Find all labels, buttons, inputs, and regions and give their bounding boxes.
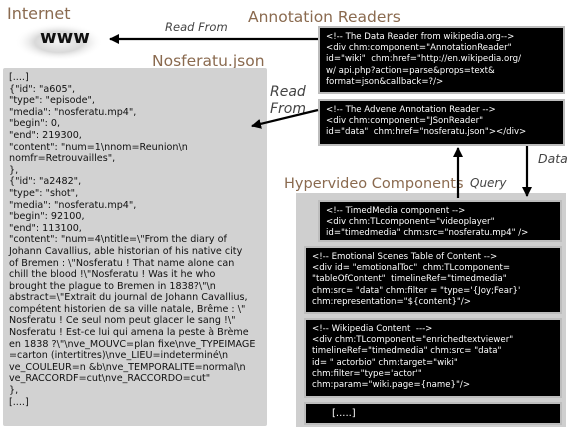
read-from-mid-label-2: From bbox=[270, 101, 307, 117]
json-line: compétent historien de sa ville natale, … bbox=[9, 303, 246, 315]
code-line: <div chm:TLcomponent="enrichedtextviewer… bbox=[312, 335, 514, 346]
json-line: }, bbox=[9, 385, 19, 397]
code-line: [.....] bbox=[332, 408, 356, 419]
json-line: Nosferatu ! Ce seul nom peut glacer le s… bbox=[9, 315, 236, 327]
json-line: [....] bbox=[9, 396, 29, 408]
code-line: timelineRef="timedmedia" chm:src= "data" bbox=[312, 346, 502, 357]
emotional-toc-box: <!-- Emotional Scenes Table of Content -… bbox=[304, 246, 562, 314]
code-line: "tableOfContent" timelineRef="timedmedia… bbox=[312, 274, 507, 285]
json-line: "begin": 0, bbox=[9, 118, 61, 130]
code-line: <div chm:component="JSonReader" bbox=[326, 116, 484, 127]
json-line: brought the plague to Bremen in 1838?\"\… bbox=[9, 280, 216, 292]
wikipedia-content-box: <!-- Wikipedia Content ---><div chm:TLco… bbox=[304, 318, 562, 398]
json-line: "type": "shot", bbox=[9, 187, 79, 199]
code-line: <!-- Wikipedia Content ---> bbox=[312, 324, 433, 334]
query-label: Query bbox=[470, 176, 507, 190]
code-line: id="timedmedia" chm:src="nosferatu.mp4" … bbox=[326, 228, 529, 239]
json-content-panel: [....]{"id": "a605","type": "episode","m… bbox=[3, 68, 267, 426]
code-line: chm:src= "data" chm:filter = "type='{Joy… bbox=[312, 285, 521, 296]
json-line: {"id": "a2482", bbox=[9, 176, 82, 188]
json-line: "media": "nosferatu.mp4", bbox=[9, 199, 137, 211]
code-line: w/ api.php?action=parse&props=text& bbox=[326, 65, 495, 76]
www-cloud-icon bbox=[15, 23, 103, 61]
code-line: id= " actorbio" chm:target="wiki" bbox=[312, 357, 458, 368]
json-line: en 1838 ?\"\nve_MOUVC=plan fixe\nve_TYPE… bbox=[9, 338, 256, 350]
json-line: "media": "nosferatu.mp4", bbox=[9, 106, 137, 118]
json-line: Nosferatu ! Est-ce lui qui amena la pest… bbox=[9, 327, 249, 339]
hypervideo-components-heading: Hypervideo Components bbox=[284, 176, 464, 192]
json-line: {"id": "a605", bbox=[9, 83, 76, 95]
json-line: [....] bbox=[9, 72, 29, 83]
www-label: www bbox=[40, 27, 90, 48]
json-line: "end": 219300, bbox=[9, 129, 82, 141]
read-from-mid-label-1: Read bbox=[270, 84, 306, 100]
code-line: chm:filter="type='actor'" bbox=[312, 368, 422, 379]
json-line: of Bremen : \"Nosferatu ! That name alon… bbox=[9, 257, 235, 269]
code-line: <div chm:TLcomponent="videoplayer" bbox=[326, 217, 495, 228]
ellipsis-box: [.....] bbox=[304, 402, 562, 425]
json-line: abstract=\"Extrait du journal de Johann … bbox=[9, 292, 248, 304]
code-line: format=json&callback=?/> bbox=[326, 76, 444, 87]
internet-label: Internet bbox=[7, 4, 71, 23]
wiki-reader-box: <!-- The Data Reader from wikipedia.org-… bbox=[318, 26, 565, 94]
json-line: Johann Cavallius, able historian of his … bbox=[9, 245, 243, 257]
json-line: "type": "episode", bbox=[9, 95, 95, 107]
annotation-readers-heading: Annotation Readers bbox=[248, 8, 401, 26]
code-line: chm:representation="${content}"/> bbox=[312, 296, 471, 307]
nosferatu-json-heading: Nosferatu.json bbox=[152, 52, 265, 70]
json-line: "begin": 92100, bbox=[9, 211, 85, 223]
read-from-top-label: Read From bbox=[165, 20, 228, 34]
json-line: ve_COULEUR=n &b\nve_TEMPORALITE=normal\n bbox=[9, 361, 246, 373]
json-line: =carton (intertitres)\nve_LIEU=indetermi… bbox=[9, 350, 229, 362]
arrow-advene-to-json bbox=[251, 108, 319, 129]
code-line: id="data" chm:href="nosferatu.json"></di… bbox=[326, 127, 527, 138]
json-line: nomfr=Retrouvailles", bbox=[9, 153, 116, 165]
code-line: id="wiki" chm:href="http://en.wikipedia.… bbox=[326, 54, 522, 65]
json-line: "end": 113100, bbox=[9, 222, 82, 234]
json-line: chill the blood !\"Nosferatu ! Was it he… bbox=[9, 269, 216, 281]
code-line: <!-- The Advene Annotation Reader --> bbox=[326, 105, 496, 115]
code-line: <div id= "emotionalToc" chm:TLcomponent= bbox=[312, 263, 511, 274]
json-line: }, bbox=[9, 164, 19, 176]
code-line: <!-- The Data Reader from wikipedia.org-… bbox=[326, 32, 515, 42]
timed-media-box: <!-- TimedMedia component --><div chm:TL… bbox=[318, 200, 562, 242]
json-line: ve_RACCORDF=cut\nve_RACCORDO=cut" bbox=[9, 373, 211, 385]
json-line: "content": "num=1\nnom=Reunion\n bbox=[9, 141, 188, 153]
code-line: chm:param="wiki.page={name}"/> bbox=[312, 380, 471, 391]
code-line: <div chm:component="AnnotationReader" bbox=[326, 43, 512, 54]
json-line: "content": "num=4\ntitle=\"From the diar… bbox=[9, 234, 227, 246]
code-line: <!-- TimedMedia component --> bbox=[326, 206, 466, 216]
advene-reader-box: <!-- The Advene Annotation Reader --><di… bbox=[318, 99, 565, 146]
data-label: Data bbox=[538, 151, 568, 166]
code-line: <!-- Emotional Scenes Table of Content -… bbox=[312, 252, 498, 262]
